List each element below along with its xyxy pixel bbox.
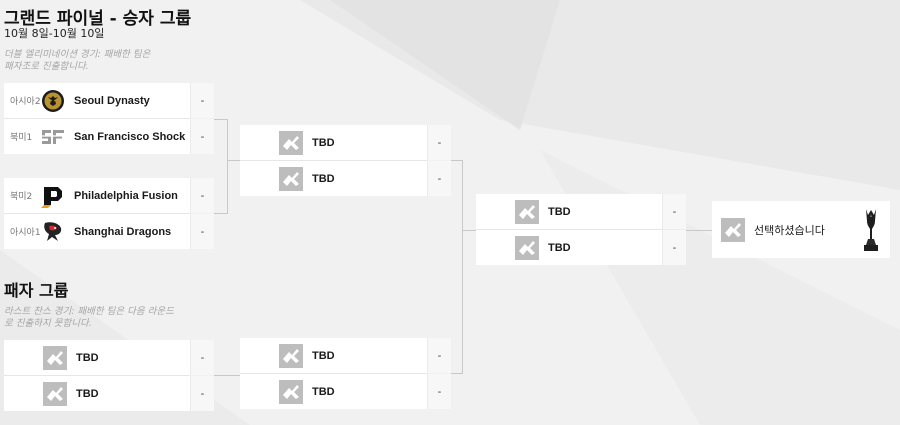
loser-group-title: 패자 그룹 — [4, 281, 69, 300]
grand-final-match[interactable]: TBD - TBD - — [476, 194, 686, 265]
tbd-placeholder-icon — [278, 130, 304, 156]
bracket-connector — [462, 160, 463, 374]
row-divider — [4, 375, 190, 376]
bracket-connector — [228, 160, 240, 161]
tbd-placeholder-icon — [514, 235, 540, 261]
losers-round2-match[interactable]: TBD - TBD - — [240, 338, 451, 409]
team-score: - — [190, 178, 214, 213]
team-row[interactable]: TBD - — [240, 125, 451, 160]
team-score: - — [427, 161, 451, 196]
team-row[interactable]: TBD - — [4, 340, 214, 375]
team-name: Philadelphia Fusion — [74, 189, 178, 202]
tbd-placeholder-icon — [278, 379, 304, 405]
team-seed: 아시아2 — [10, 97, 41, 107]
team-name: TBD — [548, 205, 571, 218]
team-name: Shanghai Dragons — [74, 225, 172, 238]
winners-round1-match2[interactable]: 북미2 Philadelphia Fusion - 아시아1 — [4, 178, 214, 249]
team-row[interactable]: TBD - — [476, 230, 686, 265]
team-row[interactable]: TBD - — [4, 376, 214, 411]
team-row[interactable]: TBD - — [240, 374, 451, 409]
team-score: - — [190, 340, 214, 375]
tbd-placeholder-icon — [278, 343, 304, 369]
team-name: Seoul Dynasty — [74, 94, 150, 107]
team-row[interactable]: 북미1 San Francisco Shock - — [4, 119, 214, 154]
team-score: - — [427, 374, 451, 409]
loser-group-description: 라스트 찬스 경기: 패배한 팀은 다음 라운드로 진출하지 못합니다. — [4, 306, 174, 329]
tbd-placeholder-icon — [42, 381, 68, 407]
team-score: - — [427, 338, 451, 373]
tbd-placeholder-icon — [720, 217, 746, 243]
team-row[interactable]: TBD - — [240, 338, 451, 373]
team-seed: 북미2 — [10, 192, 33, 202]
winners-round1-match1[interactable]: 아시아2 Seoul Dynasty - 북미1 — [4, 83, 214, 154]
team-seed: 북미1 — [10, 133, 33, 143]
team-name: TBD — [76, 387, 99, 400]
shanghai-dragons-logo-icon — [40, 219, 66, 245]
row-divider — [476, 229, 662, 230]
team-score: - — [662, 230, 686, 265]
team-name: TBD — [548, 241, 571, 254]
bracket-connector — [214, 119, 227, 120]
team-name: TBD — [312, 136, 335, 149]
tbd-placeholder-icon — [278, 166, 304, 192]
team-name: TBD — [312, 385, 335, 398]
trophy-icon — [862, 207, 880, 258]
team-score: - — [190, 83, 214, 118]
champion-name: 선택하셨습니다 — [754, 223, 825, 237]
bracket-connector — [227, 119, 228, 214]
sf-shock-logo-icon — [40, 124, 66, 150]
team-name: San Francisco Shock — [74, 130, 186, 143]
row-divider — [4, 118, 190, 119]
bracket-connector — [214, 375, 240, 376]
page-title: 그랜드 파이널 - 승자 그룹 — [4, 9, 192, 29]
team-seed: 아시아1 — [10, 228, 41, 238]
team-score: - — [190, 214, 214, 249]
team-score: - — [662, 194, 686, 229]
bracket-connector — [214, 213, 227, 214]
row-divider — [240, 160, 427, 161]
team-row[interactable]: 아시아2 Seoul Dynasty - — [4, 83, 214, 118]
champion-box[interactable]: 선택하셨습니다 — [712, 201, 890, 258]
tbd-placeholder-icon — [514, 199, 540, 225]
team-score: - — [427, 125, 451, 160]
team-score: - — [190, 119, 214, 154]
team-row[interactable]: TBD - — [476, 194, 686, 229]
row-divider — [240, 373, 427, 374]
team-name: TBD — [312, 172, 335, 185]
event-date: 10월 8일-10월 10일 — [4, 27, 105, 40]
team-row[interactable]: TBD - — [240, 161, 451, 196]
team-name: TBD — [312, 349, 335, 362]
bracket-connector — [686, 230, 712, 231]
bracket-connector — [463, 230, 476, 231]
team-name: TBD — [76, 351, 99, 364]
seoul-dynasty-logo-icon — [40, 88, 66, 114]
winners-round2-match[interactable]: TBD - TBD - — [240, 125, 451, 196]
team-score: - — [190, 376, 214, 411]
bracket-connector — [451, 373, 462, 374]
row-divider — [4, 213, 190, 214]
losers-round1-match[interactable]: TBD - TBD - — [4, 340, 214, 411]
winner-group-description: 더블 엘리미네이션 경기: 패배한 팀은 패자조로 진출합니다. — [4, 49, 151, 72]
bracket-connector — [451, 160, 462, 161]
philadelphia-fusion-logo-icon — [40, 183, 66, 209]
tbd-placeholder-icon — [42, 345, 68, 371]
team-row[interactable]: 아시아1 Shanghai Dragons - — [4, 214, 214, 249]
team-row[interactable]: 북미2 Philadelphia Fusion - — [4, 178, 214, 213]
